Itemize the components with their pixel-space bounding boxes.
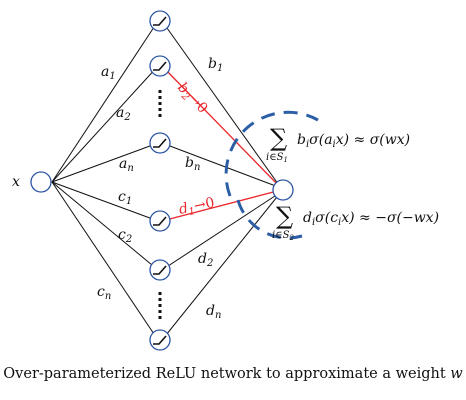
sum-index: i∈S1 xyxy=(266,152,288,164)
edge-label-d2: d2 xyxy=(198,251,213,269)
hidden-node xyxy=(149,259,171,281)
hidden-node xyxy=(149,210,171,232)
equation-body: diσ(cix) ≈ −σ(−wx) xyxy=(303,210,439,228)
relu-icon xyxy=(153,16,167,26)
hidden-node xyxy=(149,55,171,77)
ellipsis-lower xyxy=(158,292,162,319)
edge-input-h6 xyxy=(51,181,159,341)
input-node xyxy=(30,171,52,193)
caption-variable: w xyxy=(450,366,463,382)
edge-input-h3 xyxy=(51,142,159,183)
edge-h2-output-red xyxy=(161,65,282,189)
dashed-arc-lower xyxy=(236,199,303,240)
edge-label-dn: dn xyxy=(206,303,221,321)
hidden-node xyxy=(149,132,171,154)
relu-icon xyxy=(153,138,167,148)
input-edges xyxy=(51,20,159,341)
equation-lower: ∑ i∈S2 diσ(cix) ≈ −σ(−wx) xyxy=(272,202,439,242)
figure-caption: Over-parameterized ReLU network to appro… xyxy=(0,366,466,382)
edge-label-bn: bn xyxy=(185,155,200,173)
edge-label-c1: c1 xyxy=(118,189,132,207)
edge-label-c2: c2 xyxy=(118,227,132,245)
relu-icon xyxy=(153,265,167,275)
output-edges xyxy=(161,20,282,341)
output-node xyxy=(272,179,294,201)
annotation-d1-to-zero: d1→0 xyxy=(178,195,217,220)
edge-h5-output xyxy=(161,191,282,271)
edge-label-a1: a1 xyxy=(101,64,116,82)
sum-index: i∈S2 xyxy=(272,230,294,242)
edge-input-h5 xyxy=(51,181,159,271)
edge-label-an: an xyxy=(119,156,134,174)
edge-h3-output xyxy=(161,142,282,189)
relu-icon xyxy=(153,335,167,345)
edge-label-b1: b1 xyxy=(208,56,223,74)
hidden-node xyxy=(149,329,171,351)
edge-label-cn: cn xyxy=(97,284,111,302)
equation-body: biσ(aix) ≈ σ(wx) xyxy=(297,132,410,150)
relu-icon xyxy=(153,216,167,226)
caption-text: Over-parameterized ReLU network to appro… xyxy=(3,366,451,382)
hidden-node xyxy=(149,10,171,32)
ellipsis-upper xyxy=(158,90,162,117)
sum-symbol: ∑ xyxy=(276,202,293,230)
edge-input-h2 xyxy=(51,65,159,183)
dashed-arc xyxy=(224,110,319,197)
edge-h6-output xyxy=(161,191,282,341)
edge-label-a2: a2 xyxy=(116,105,131,123)
equation-upper: ∑ i∈S1 biσ(aix) ≈ σ(wx) xyxy=(266,124,410,164)
annotation-b2-to-zero: b2→0 xyxy=(173,80,211,118)
edge-h1-output xyxy=(161,20,282,189)
sum-symbol: ∑ xyxy=(270,124,287,152)
edge-input-h4 xyxy=(51,181,159,222)
red-edges xyxy=(161,65,282,222)
input-label: x xyxy=(12,174,20,190)
relu-icon xyxy=(153,61,167,71)
edge-input-h1 xyxy=(51,20,159,183)
edge-h4-output-red xyxy=(161,189,282,222)
